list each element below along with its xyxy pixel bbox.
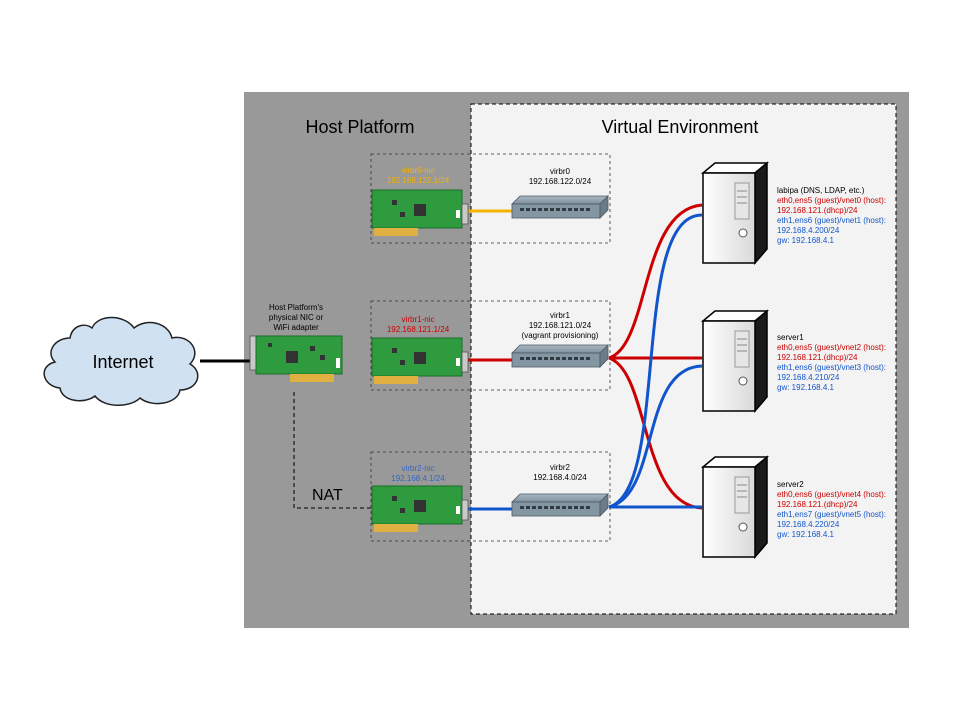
cable-virbr1-server2 [608,356,703,510]
virbr1-switch [511,344,609,368]
labipa-server [700,161,770,266]
labipa-eth0-ip: 192.168.121.(dhcp)/24 [777,206,858,215]
labipa-name: labipa (DNS, LDAP, etc.) [777,186,865,195]
virbr2-name: virbr2 [550,463,571,472]
virbr1-nic-ip: 192.168.121.1/24 [387,325,450,334]
virbr1-nic-name: virbr1-nic [402,315,435,324]
virbr2-nic-card [371,485,469,532]
host-platform-title: Host Platform [305,117,414,137]
physical-nic-label-1: Host Platform's [269,303,323,312]
server1-server [700,309,770,414]
virbr2-switch [511,493,609,517]
virbr1-subnet: 192.168.121.0/24 [529,321,592,330]
labipa-eth1-iface: eth1,ens6 (guest)/vnet1 (host): [777,216,886,225]
virbr0-switch [511,195,609,219]
server1-name: server1 [777,333,804,342]
labipa-gateway: gw: 192.168.4.1 [777,236,834,245]
server1-eth1-iface: eth1,ens6 (guest)/vnet3 (host): [777,363,886,372]
server2-eth0-ip: 192.168.121.(dhcp)/24 [777,500,858,509]
server1-eth1-ip: 192.168.4.210/24 [777,373,840,382]
nat-label: NAT [312,487,343,504]
cable-virbr1-labipa [608,203,703,360]
virbr0-nic-name: virbr0-nic [402,166,435,175]
virbr0-name: virbr0 [550,167,571,176]
virbr2-nic-name: virbr2-nic [402,464,435,473]
server2-eth1-ip: 192.168.4.220/24 [777,520,840,529]
cable-virbr2-server1 [608,364,703,509]
cable-virbr2-labipa [608,213,703,509]
virbr2-subnet: 192.168.4.0/24 [533,473,587,482]
nat-link [293,392,372,509]
server2-server [700,455,770,560]
server1-eth0-ip: 192.168.121.(dhcp)/24 [777,353,858,362]
labipa-eth1-ip: 192.168.4.200/24 [777,226,840,235]
server-cables [608,203,703,510]
virbr1-nic-card [371,337,469,384]
server2-gateway: gw: 192.168.4.1 [777,530,834,539]
internet-cloud: Internet [43,316,199,406]
virbr2-nic-ip: 192.168.4.1/24 [391,474,445,483]
virbr1-group [370,300,611,391]
physical-nic [249,335,343,382]
virbr0-subnet: 192.168.122.0/24 [529,177,592,186]
internet-label: Internet [92,352,153,372]
virbr0-group [370,153,611,244]
server1-gateway: gw: 192.168.4.1 [777,383,834,392]
labipa-eth0-iface: eth0,ens5 (guest)/vnet0 (host): [777,196,886,205]
virbr1-purpose: (vagrant provisioning) [522,331,599,340]
virbr1-name: virbr1 [550,311,571,320]
virbr0-nic-ip: 192.168.122.1/24 [387,176,450,185]
virbr0-nic-card [371,189,469,236]
server1-eth0-iface: eth0,ens5 (guest)/vnet2 (host): [777,343,886,352]
server2-eth0-iface: eth0,ens6 (guest)/vnet4 (host): [777,490,886,499]
physical-nic-label-3: WiFi adapter [273,323,319,332]
virtual-environment-title: Virtual Environment [602,117,759,137]
server2-eth1-iface: eth1,ens7 (guest)/vnet5 (host): [777,510,886,519]
server2-name: server2 [777,480,804,489]
physical-nic-label-2: physical NIC or [269,313,324,322]
virbr2-group [370,451,611,542]
